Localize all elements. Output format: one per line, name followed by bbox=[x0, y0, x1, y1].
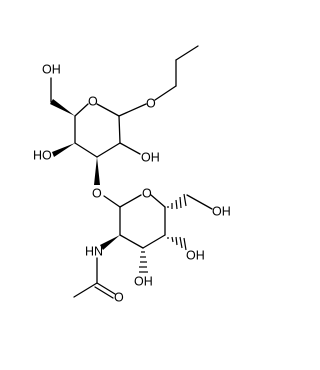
hash-c5-c6-bottom bbox=[167, 193, 187, 210]
bond-c1-o5-bottom bbox=[119, 194, 142, 208]
glycosidic-linkage bbox=[94, 157, 121, 208]
c6-hydroxymethyl-top bbox=[50, 77, 75, 116]
carbonyl-oxygen-label: O bbox=[114, 290, 124, 304]
bond-carbonyl-c-methyl bbox=[73, 282, 98, 298]
bond-carbonyl-double-1 bbox=[96, 282, 116, 295]
wedge-c3-o-glycosidic bbox=[94, 157, 100, 185]
bond-o5-c1-top bbox=[96, 103, 120, 117]
ring-oxygen-bottom-label: O bbox=[142, 186, 152, 200]
bond-c2-c3-top bbox=[96, 142, 121, 158]
bond-o-glycosidic-c1-bottom bbox=[103, 195, 121, 208]
acetamido-group bbox=[73, 235, 120, 299]
propoxy-oxygen-label: O bbox=[146, 96, 156, 110]
wedge-c4-oh-top bbox=[52, 143, 75, 157]
bond-c2-oh-top bbox=[119, 142, 141, 155]
hash-c3-oh-bottom bbox=[139, 251, 148, 273]
c6-hydroxymethyl-bottom bbox=[167, 193, 213, 210]
bond-c4-c3-bottom bbox=[142, 234, 166, 249]
structure-diagram: O O OH HO OH O O OH HN O OH OH bbox=[33, 45, 231, 304]
glycosidic-oxygen-label: O bbox=[92, 186, 102, 200]
upper-pyranose-ring bbox=[74, 103, 121, 158]
bond-o5-c5-bottom bbox=[150, 194, 166, 208]
wedge-c2-nh-bottom bbox=[100, 235, 120, 250]
bond-o-propoxy-ch2 bbox=[154, 85, 177, 101]
c6-hydroxyl-top-label: OH bbox=[42, 62, 61, 76]
c4-hydroxyl-bottom-label: OH bbox=[186, 248, 205, 262]
bond-c3-c4-top bbox=[74, 142, 98, 158]
wedge-c5-c6-top bbox=[50, 99, 75, 116]
ring-oxygen-top-label: O bbox=[88, 94, 98, 108]
acetamido-nh-label: HN bbox=[85, 244, 103, 258]
propoxy-chain bbox=[118, 45, 199, 117]
c2-hydroxyl-top-label: OH bbox=[141, 150, 160, 164]
c4-hydroxyl-top-label: HO bbox=[33, 148, 52, 162]
c6-hydroxyl-bottom-label: OH bbox=[212, 204, 231, 218]
hash-c4-oh-bottom bbox=[167, 236, 187, 251]
bond-ch2-ch3 bbox=[175, 45, 199, 61]
bond-carbonyl-double-2 bbox=[94, 286, 114, 299]
bond-c5-o5-top bbox=[74, 103, 89, 117]
bond-c1-o-propoxy bbox=[118, 103, 147, 117]
lower-pyranose-ring bbox=[119, 194, 166, 249]
c3-hydroxyl-bottom-label: OH bbox=[134, 274, 153, 288]
bond-c1-c2-top bbox=[118, 115, 121, 144]
bond-c6-o6-bottom bbox=[186, 194, 213, 210]
bond-c3-c2-bottom bbox=[119, 234, 144, 249]
